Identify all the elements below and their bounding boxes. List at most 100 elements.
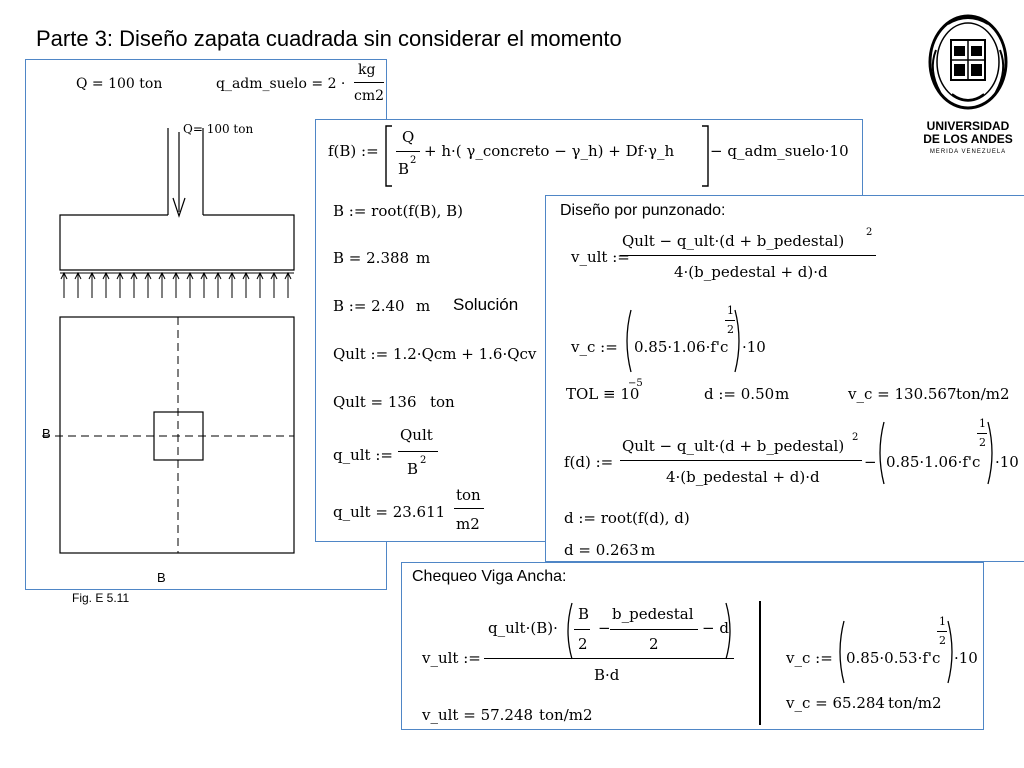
wb-num-prefix: q_ult·(B)· (488, 619, 558, 637)
fb-tail: − q_adm_suelo·10 (710, 142, 849, 160)
punch-vc-value: v_c = 130.567 (848, 385, 957, 403)
wb-vc-exp-num: 1 (939, 615, 946, 628)
wb-minus1: − (598, 619, 611, 637)
fd-minus: − (864, 453, 877, 471)
punching-heading: Diseño por punzonado: (560, 202, 726, 219)
d-value: d = 0.263 (564, 541, 639, 559)
fd-bar (620, 460, 862, 461)
qult-definition: Qult := 1.2·Qcm + 1.6·Qcv (333, 345, 537, 363)
logo-line-2: DE LOS ANDES (923, 132, 1013, 146)
wb-vc-exp-den: 2 (939, 634, 946, 647)
qu-fraction-bar (398, 451, 438, 452)
fd-tail: ·10 (995, 453, 1019, 471)
fd-exp-num: 1 (979, 417, 986, 430)
footing-drawing (42, 128, 295, 554)
q-adm-den: cm2 (354, 88, 385, 104)
fb-b-exp: 2 (410, 155, 417, 166)
punch-vult-num: Qult − q_ult·(d + b_pedestal) (622, 232, 845, 250)
wb-vc-inner: 0.85·0.53·f'c (846, 649, 941, 667)
wb-vc-value: v_c = 65.284 (786, 694, 885, 712)
punch-vc-exp-num: 1 (727, 304, 734, 317)
punch-vult-num-exp: 2 (866, 227, 873, 238)
calc-panel-punching: Diseño por punzonado: v_ult := Qult − q_… (545, 195, 1024, 562)
wb-vc-exp-bar (937, 631, 947, 632)
fd-exp-bar (977, 433, 987, 434)
calc-panel-wide-beam: Chequeo Viga Ancha: v_ult := q_ult·(B)· … (401, 562, 984, 730)
wb-frac2-num: b_pedestal (612, 605, 694, 623)
fb-q: Q (402, 128, 415, 146)
page-title: Parte 3: Diseño zapata cuadrada sin cons… (36, 26, 622, 51)
wb-den: B·d (594, 666, 620, 684)
wb-frac1-den: 2 (578, 635, 588, 653)
wb-frac2-bar (610, 629, 698, 630)
wb-frac2-den: 2 (649, 635, 659, 653)
university-seal-icon (928, 14, 1008, 110)
qu-unit-num: ton (456, 486, 481, 504)
wb-divider (759, 601, 761, 725)
figure-caption: Fig. E 5.11 (72, 591, 130, 605)
wb-vc-unit: ton/m2 (888, 694, 942, 712)
q-adm-num: kg (358, 62, 376, 78)
wb-vult-unit: ton/m2 (539, 706, 593, 724)
b-unit: m (416, 249, 431, 267)
punch-vult-lhs: v_ult := (571, 248, 630, 266)
d-unit: m (775, 385, 790, 403)
qu-den-exp: 2 (420, 455, 427, 466)
wb-parens (567, 602, 731, 660)
qu-num: Qult (400, 426, 433, 444)
tol-label: TOL ≡ 10 (566, 385, 640, 403)
punch-vc-tail: ·10 (742, 338, 766, 356)
fd-exp-den: 2 (979, 436, 986, 449)
b-solution-unit: m (416, 297, 431, 315)
qu-value: q_ult = 23.611 (333, 503, 446, 521)
wb-vc-parens (839, 620, 953, 684)
fd-num-exp: 2 (852, 432, 859, 443)
d-value-unit: m (641, 541, 656, 559)
q-adm-label: q_adm_suelo = 2 · (216, 76, 346, 92)
fd-inner: 0.85·1.06·f'c (886, 453, 981, 471)
qult-value: Qult = 136 (333, 393, 417, 411)
qu-unit-den: m2 (456, 515, 480, 533)
fb-fraction-bar (396, 151, 420, 152)
wb-main-bar (484, 658, 734, 659)
fd-lhs: f(d) := (564, 453, 614, 471)
wb-frac1-bar (574, 629, 590, 630)
q-adm-fraction-bar (354, 82, 384, 83)
q-label: Q = 100 ton (76, 76, 163, 92)
tol-exp: −5 (628, 378, 643, 389)
punch-vc-inner: 0.85·1.06·f'c (634, 338, 729, 356)
fb-rest: + h·( γ_concreto − γ_h) + Df·γ_h (424, 142, 675, 160)
wb-minus-d: − d (702, 619, 729, 637)
university-logo: UNIVERSIDAD DE LOS ANDES MERIDA VENEZUEL… (918, 10, 1018, 160)
wb-vult-lhs: v_ult := (422, 649, 481, 667)
punch-vult-bar (620, 255, 876, 256)
fd-parens (879, 421, 993, 485)
b-solution: B := 2.40 (333, 297, 405, 315)
wb-vc-tail: ·10 (954, 649, 978, 667)
fb-b: B (398, 160, 410, 178)
qu-lhs: q_ult := (333, 446, 393, 464)
b-value: B = 2.388 (333, 249, 410, 267)
d-root: d := root(f(d), d) (564, 509, 690, 527)
punch-vc-exp-bar (725, 320, 735, 321)
logo-line-1: UNIVERSIDAD (926, 119, 1010, 133)
punch-vc-exp-den: 2 (727, 323, 734, 336)
punch-vult-den: 4·(b_pedestal + d)·d (674, 263, 828, 281)
fb-brackets (385, 125, 709, 187)
qult-unit: ton (430, 393, 455, 411)
fd-den: 4·(b_pedestal + d)·d (666, 468, 820, 486)
wide-beam-heading: Chequeo Viga Ancha: (412, 568, 567, 585)
dimension-b-bottom: B (157, 570, 166, 585)
arrow-load-label: Q= 100 ton (183, 122, 254, 136)
wb-vc-lhs: v_c := (786, 649, 833, 667)
qu-unit-bar (454, 508, 484, 509)
b-root: B := root(f(B), B) (333, 202, 463, 220)
fd-num: Qult − q_ult·(d + b_pedestal) (622, 437, 845, 455)
dimension-b-left: B (42, 426, 51, 441)
wb-frac1-num: B (578, 605, 590, 623)
punch-vc-lhs: v_c := (571, 338, 618, 356)
qu-den: B (407, 460, 419, 478)
wb-vult-value: v_ult = 57.248 (422, 706, 534, 724)
logo-line-3: MERIDA VENEZUELA (929, 149, 1007, 155)
punch-vc-parens (626, 309, 740, 373)
